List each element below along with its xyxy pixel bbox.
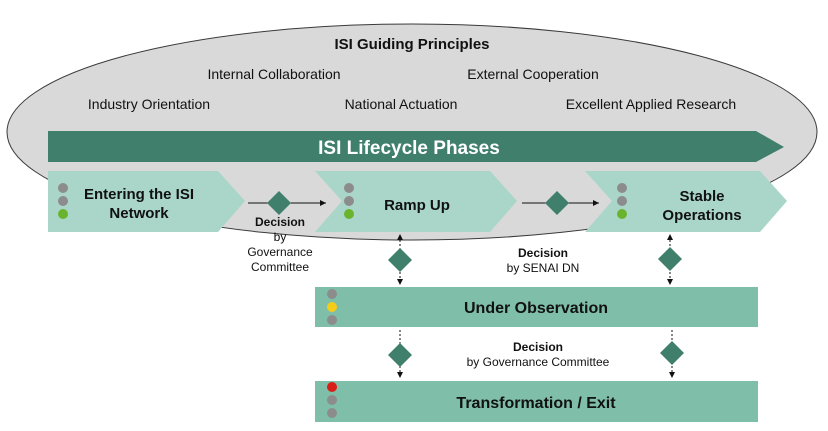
decision-senai-1: Decision <box>518 246 568 260</box>
lifecycle-title: ISI Lifecycle Phases <box>318 138 500 159</box>
traffic-light-under-observation <box>327 289 337 325</box>
decision-governance-top-3: Governance <box>247 245 313 259</box>
light-top <box>58 183 68 193</box>
lifecycle-arrow <box>48 131 784 162</box>
decision-diamond-5[interactable] <box>388 343 412 367</box>
principle-industry-orientation: Industry Orientation <box>88 96 210 112</box>
phase-stable-operations[interactable] <box>585 171 787 232</box>
phase-stable-label-1: Stable <box>679 188 724 205</box>
light-top <box>344 183 354 193</box>
decision-diamond-2[interactable] <box>545 191 569 215</box>
light-middle <box>617 196 627 206</box>
light-bottom <box>327 315 337 325</box>
decision-senai-2: by SENAI DN <box>507 261 580 275</box>
state-under-observation[interactable] <box>315 287 758 327</box>
decision-diamond-6[interactable] <box>660 341 684 365</box>
phase-entering-label-1: Entering the ISI <box>84 186 194 203</box>
principle-external-cooperation: External Cooperation <box>467 66 599 82</box>
phase-stable-label-2: Operations <box>662 207 741 224</box>
principle-excellent-applied-research: Excellent Applied Research <box>566 96 736 112</box>
decision-diamond-4[interactable] <box>658 247 682 271</box>
traffic-light-transformation-exit <box>327 382 337 418</box>
light-middle <box>327 395 337 405</box>
phase-ramp-up-label: Ramp Up <box>384 197 450 214</box>
light-bottom-green <box>344 209 354 219</box>
principles-title: ISI Guiding Principles <box>334 36 489 53</box>
decision-governance-top-1: Decision <box>255 215 305 229</box>
traffic-light-stable <box>617 183 627 219</box>
decision-governance-bottom-1: Decision <box>513 340 563 354</box>
light-middle <box>344 196 354 206</box>
light-bottom-green <box>617 209 627 219</box>
decision-governance-top-4: Committee <box>251 260 309 274</box>
decision-diamond-3[interactable] <box>388 248 412 272</box>
light-middle <box>58 196 68 206</box>
decision-diamond-1[interactable] <box>267 191 291 215</box>
decision-governance-top-2: by <box>274 230 287 244</box>
traffic-light-entering <box>58 183 68 219</box>
principle-internal-collaboration: Internal Collaboration <box>207 66 340 82</box>
light-bottom <box>327 408 337 418</box>
state-under-observation-label: Under Observation <box>464 300 608 317</box>
light-top <box>327 289 337 299</box>
decision-governance-bottom-2: by Governance Committee <box>467 355 610 369</box>
state-transformation-exit[interactable] <box>315 381 758 422</box>
state-transformation-exit-label: Transformation / Exit <box>456 395 616 412</box>
light-bottom-green <box>58 209 68 219</box>
light-top-red <box>327 382 337 392</box>
light-middle-yellow <box>327 302 337 312</box>
traffic-light-ramp-up <box>344 183 354 219</box>
light-top <box>617 183 627 193</box>
phase-entering-network[interactable] <box>48 171 245 232</box>
phase-ramp-up[interactable] <box>315 171 517 232</box>
principle-national-actuation: National Actuation <box>345 96 458 112</box>
phase-entering-label-2: Network <box>109 205 169 222</box>
